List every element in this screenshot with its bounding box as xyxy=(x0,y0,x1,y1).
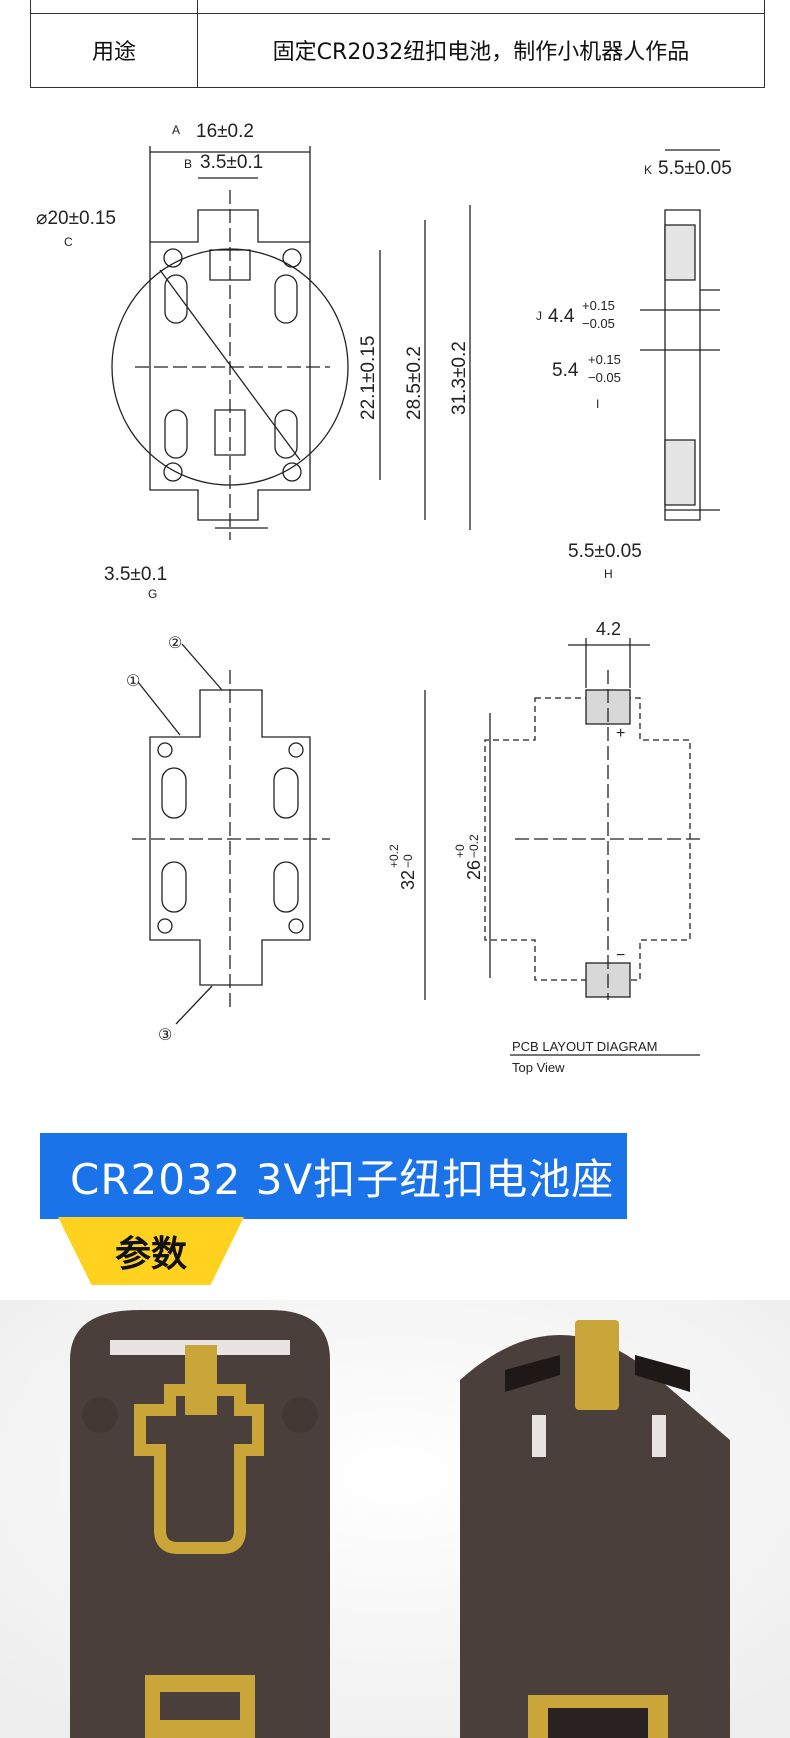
product-photos xyxy=(0,1300,790,1738)
dim-e: 28.5±0.2 xyxy=(404,346,425,420)
dim-32-tol-dn: −0 xyxy=(401,854,415,868)
dim-c: ⌀20±0.15 xyxy=(36,208,116,229)
pcb-layout-drawing: ② ① ③ 4.2 32 +0.2 −0 26 +0 −0.2 + − PCB … xyxy=(126,619,705,1075)
dim-32: 32 xyxy=(398,870,418,890)
holder-front-photo xyxy=(70,1310,330,1738)
dim-j: 4.4 xyxy=(548,306,575,327)
dim-i: 5.4 xyxy=(552,360,579,381)
spec-table-divider xyxy=(197,0,198,87)
dim-h: 5.5±0.05 xyxy=(568,541,642,562)
spec-label-usage: 用途 xyxy=(91,40,136,65)
dim-d: 22.1±0.15 xyxy=(358,336,379,420)
pad-plus-label: + xyxy=(616,725,625,742)
dim-pad-width: 4.2 xyxy=(596,619,621,639)
callout-3: ③ xyxy=(158,1027,172,1044)
dim-letter-i: I xyxy=(596,397,599,411)
dim-i-tol-up: +0.15 xyxy=(588,352,621,367)
dim-letter-k: K xyxy=(644,163,652,177)
pcb-caption-subtitle: Top View xyxy=(512,1060,565,1075)
pad-minus-label: − xyxy=(616,947,625,964)
parameters-tag: 参数 xyxy=(58,1217,244,1285)
dim-j-tol-up: +0.15 xyxy=(582,298,615,313)
dim-32-tol-up: +0.2 xyxy=(387,844,401,868)
callout-1: ① xyxy=(126,673,140,690)
holder-back-photo xyxy=(460,1320,730,1738)
spec-table: 用途 固定CR2032纽扣电池，制作小机器人作品 xyxy=(30,0,765,88)
dim-26-tol-dn: −0.2 xyxy=(467,834,481,858)
dim-letter-g: G xyxy=(148,587,157,601)
dim-b: 3.5±0.1 xyxy=(200,152,263,173)
dim-26: 26 xyxy=(464,860,484,880)
dim-g: 3.5±0.1 xyxy=(104,564,167,585)
dimension-drawing: A 16±0.2 B 3.5±0.1 ⌀20±0.15 C 22.1±0.15 … xyxy=(36,121,732,601)
dim-k: 5.5±0.05 xyxy=(658,158,732,179)
dim-letter-b: B xyxy=(184,157,192,171)
dim-letter-j: J xyxy=(536,309,542,323)
pcb-caption-title: PCB LAYOUT DIAGRAM xyxy=(512,1039,657,1054)
dim-26-tol-up: +0 xyxy=(453,844,467,858)
dim-letter-a: A xyxy=(172,123,180,137)
dim-letter-c: C xyxy=(64,235,73,249)
dim-i-tol-dn: −0.05 xyxy=(588,370,621,385)
spec-table-top-row xyxy=(31,0,764,14)
dim-f: 31.3±0.2 xyxy=(449,341,470,415)
dim-a: 16±0.2 xyxy=(196,121,254,142)
dim-j-tol-dn: −0.05 xyxy=(582,316,615,331)
product-title-banner: CR2032 3V扣子纽扣电池座 xyxy=(40,1133,627,1219)
spec-value-usage: 固定CR2032纽扣电池，制作小机器人作品 xyxy=(272,40,690,65)
dim-letter-h: H xyxy=(604,567,613,581)
callout-2: ② xyxy=(168,635,182,652)
